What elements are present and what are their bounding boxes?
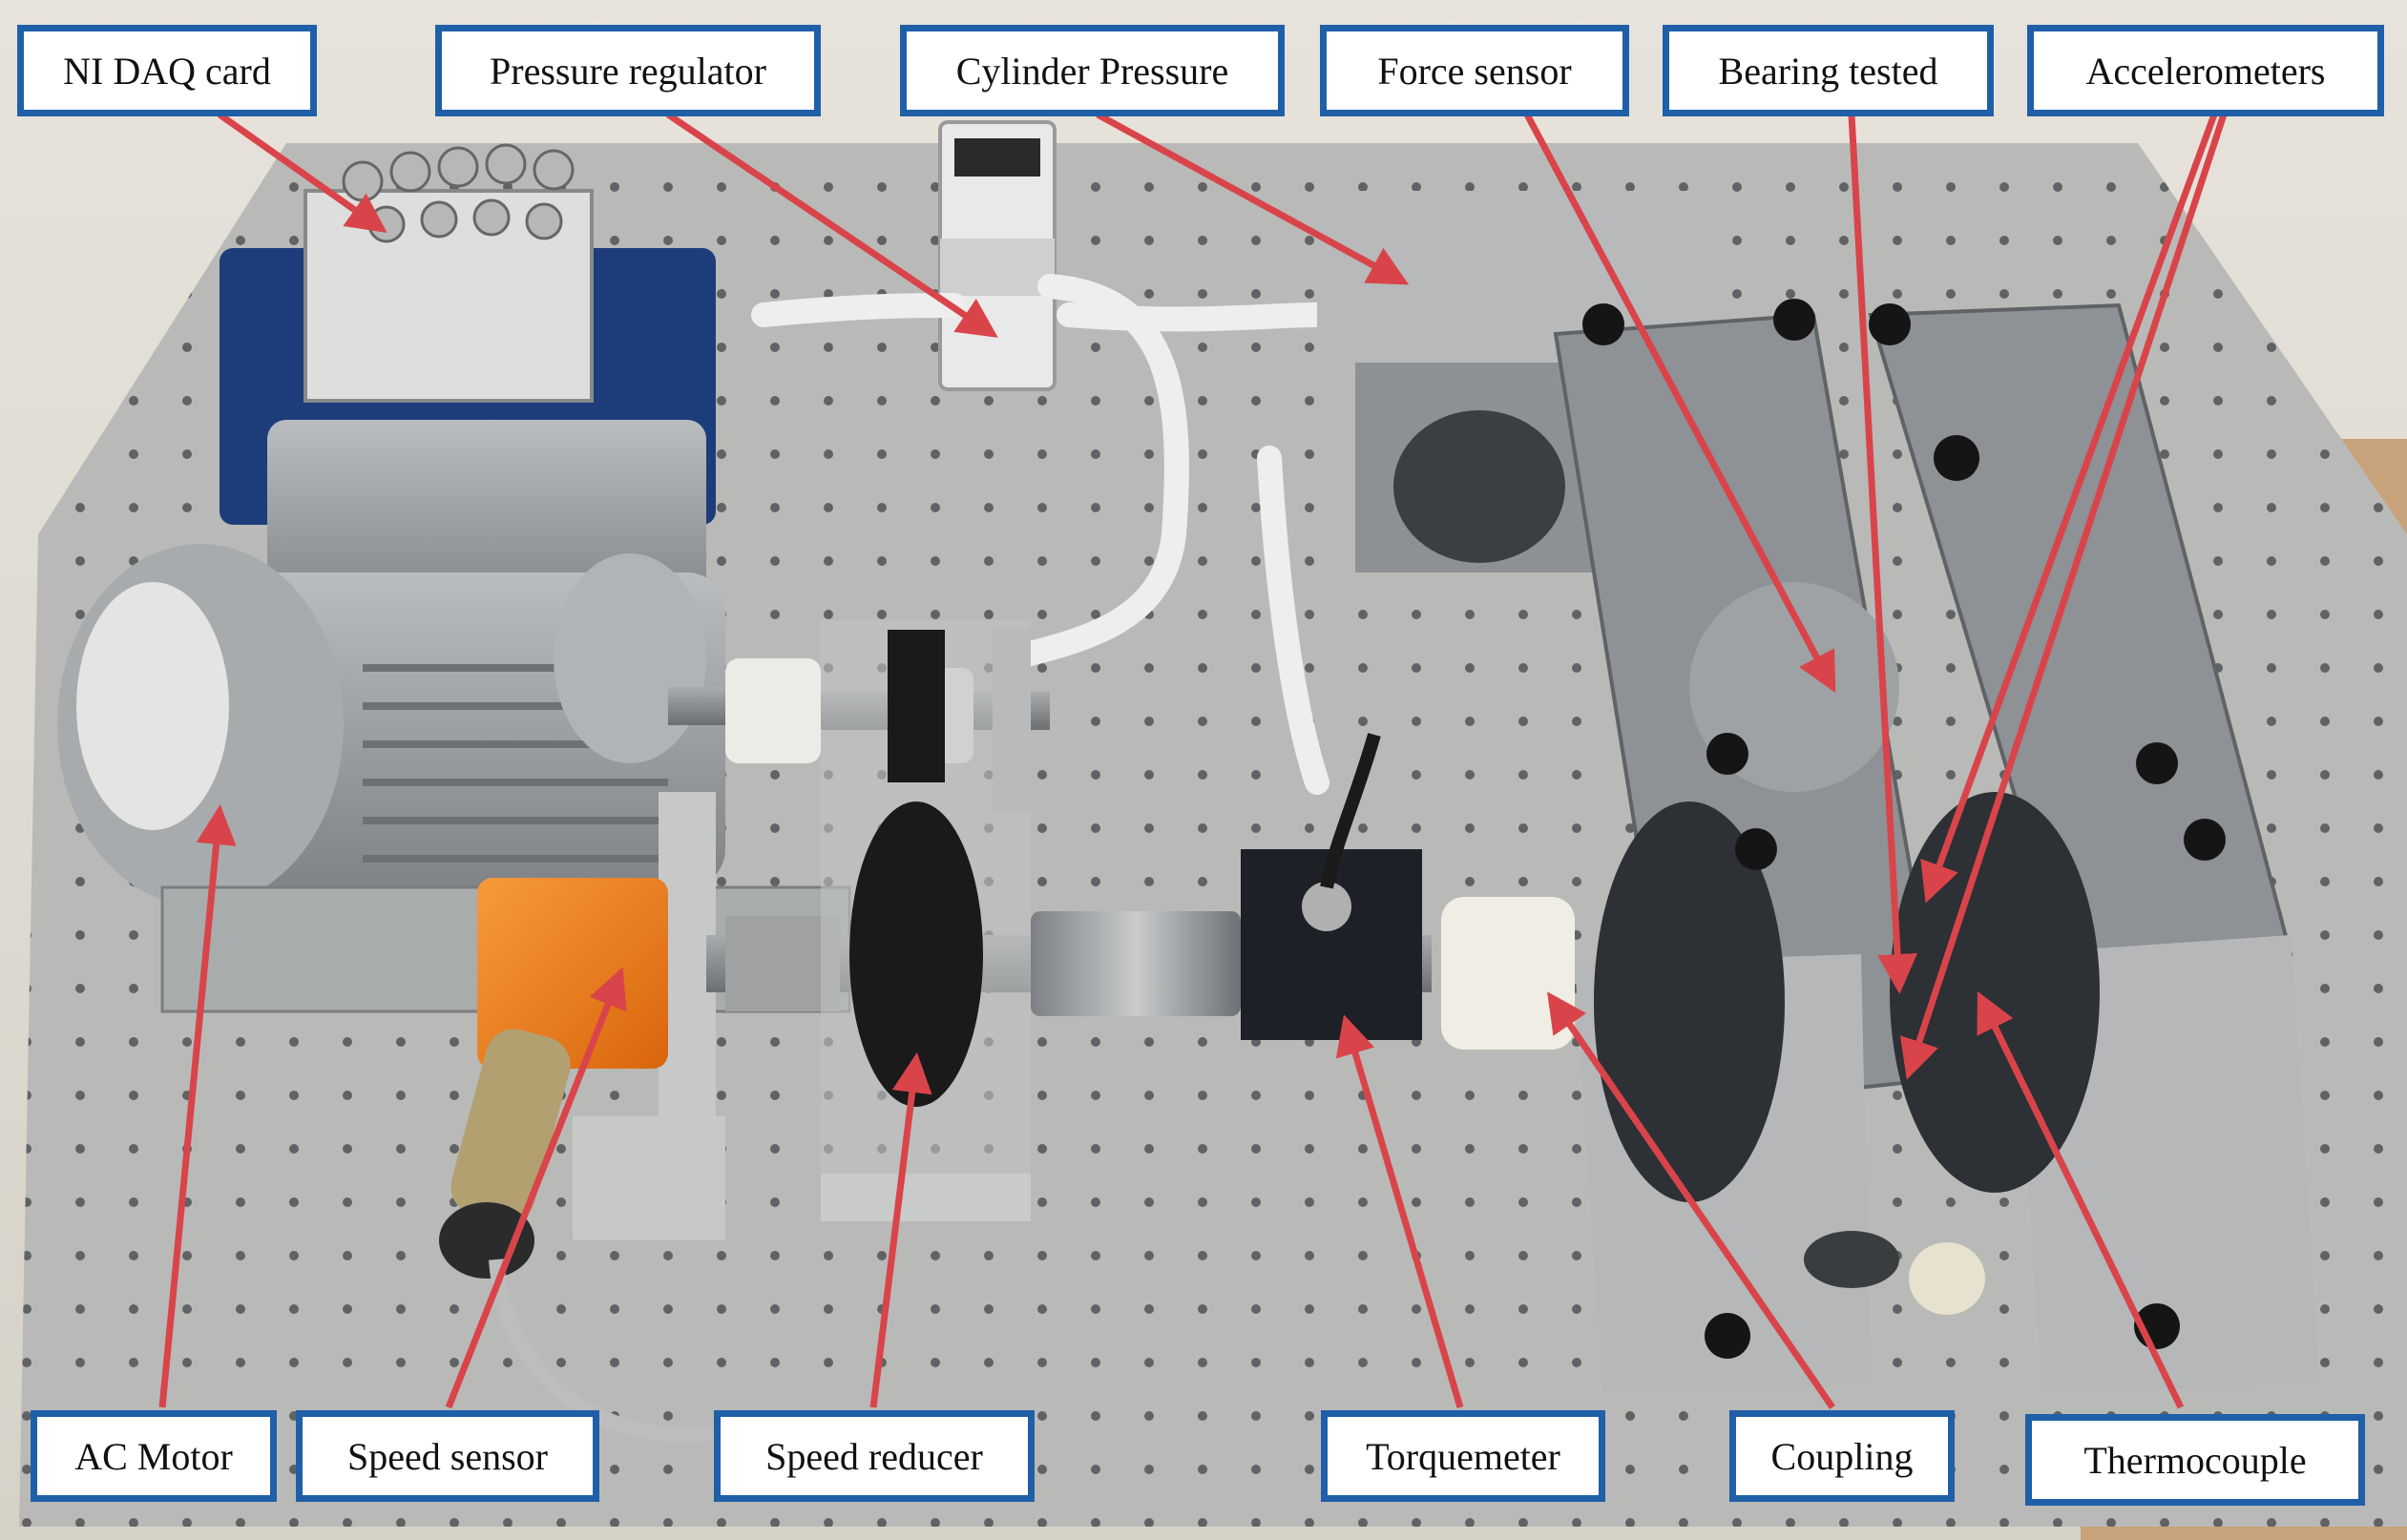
label-torquemeter: Torquemeter xyxy=(1321,1410,1605,1502)
rigid-coupling xyxy=(1031,911,1241,1016)
label-ni-daq-card: NI DAQ card xyxy=(17,25,317,116)
speed-reducer-pulley xyxy=(849,801,983,1107)
force-sensor-body xyxy=(1393,410,1565,563)
belt-upper xyxy=(888,630,945,782)
label-cylinder-pressure: Cylinder Pressure xyxy=(900,25,1285,116)
label-speed-sensor: Speed sensor xyxy=(296,1410,599,1502)
white-coupling xyxy=(1441,897,1575,1050)
tested-bearing xyxy=(1890,792,2100,1193)
label-accelerometers: Accelerometers xyxy=(2027,25,2384,116)
label-speed-reducer: Speed reducer xyxy=(714,1410,1035,1502)
label-ac-motor: AC Motor xyxy=(31,1410,277,1502)
upper-coupling xyxy=(725,658,821,763)
label-bearing-tested: Bearing tested xyxy=(1663,25,1994,116)
label-pressure-regulator: Pressure regulator xyxy=(435,25,821,116)
label-coupling: Coupling xyxy=(1729,1410,1955,1502)
label-force-sensor: Force sensor xyxy=(1320,25,1629,116)
label-thermocouple: Thermocouple xyxy=(2025,1414,2365,1506)
